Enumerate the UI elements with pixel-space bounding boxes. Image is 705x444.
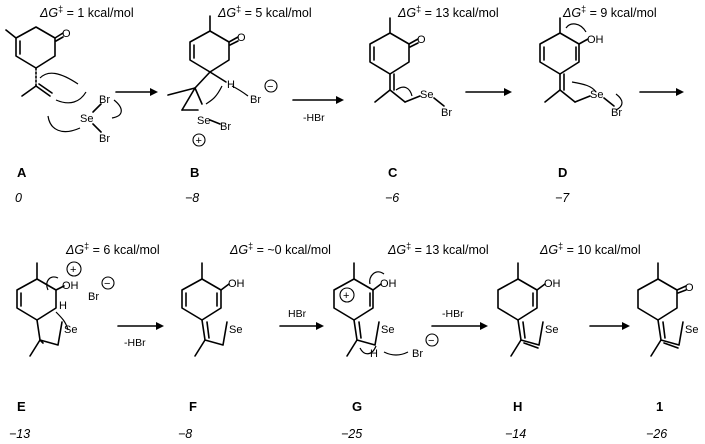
dg-header-d-e: ΔG‡ = 9 kcal/mol	[562, 4, 657, 20]
atom-se-a: Se	[80, 113, 93, 125]
energy-e: −13	[9, 427, 30, 441]
energy-a: 0	[15, 191, 22, 205]
arrow-h-1	[589, 322, 630, 330]
atom-oh-d: OH	[587, 34, 604, 46]
atom-oh-h: OH	[544, 278, 561, 290]
dg-header-f-g: ΔG‡ = ~0 kcal/mol	[229, 241, 331, 257]
atom-br-d: Br	[611, 107, 622, 119]
label-e: E	[17, 399, 26, 414]
energy-f: −8	[178, 427, 192, 441]
atom-se-g: Se	[381, 324, 394, 336]
atom-oh-f: OH	[228, 278, 245, 290]
molecule-b: O H Se Br + Br −	[167, 15, 278, 147]
charge-plus-e: +	[70, 264, 76, 276]
molecule-e: OH + H Se Br −	[16, 261, 115, 357]
energy-h: −14	[505, 427, 526, 441]
energy-g: −25	[341, 427, 362, 441]
label-a: A	[17, 165, 27, 180]
atom-br-c: Br	[441, 107, 452, 119]
energy-1: −26	[646, 427, 667, 441]
molecule-d: OH Se Br	[539, 17, 623, 119]
charge-plus-b: +	[196, 135, 202, 147]
label-g: G	[352, 399, 362, 414]
dg-header-c-d: ΔG‡ = 13 kcal/mol	[397, 4, 499, 20]
atom-o-b: O	[237, 32, 246, 44]
energy-d: −7	[555, 191, 570, 205]
charge-minus-g: −	[428, 335, 434, 347]
molecule-f: OH Se	[181, 262, 245, 357]
label-d: D	[558, 165, 567, 180]
label-c: C	[388, 165, 398, 180]
atom-o-c: O	[417, 34, 426, 46]
molecule-a: O Se Br Br	[5, 26, 122, 145]
atom-h-b: H	[227, 79, 235, 91]
charge-plus-g: +	[343, 290, 349, 302]
arrow-e-f: -HBr	[117, 322, 164, 349]
molecule-c: O Se Br	[369, 17, 452, 119]
condition-f-g: HBr	[288, 308, 307, 320]
atom-se-f: Se	[229, 324, 242, 336]
charge-minus-e: −	[104, 278, 110, 290]
atom-o-1: O	[685, 282, 694, 294]
energy-b: −8	[185, 191, 199, 205]
atom-o-a: O	[62, 28, 71, 40]
molecule-h: OH Se	[497, 262, 561, 357]
label-f: F	[189, 399, 197, 414]
dg-header-e-f: ΔG‡ = 6 kcal/mol	[65, 241, 160, 257]
atom-se-1: Se	[685, 324, 698, 336]
molecule-g: OH + Se H Br −	[333, 262, 439, 360]
dg-header-h-1: ΔG‡ = 10 kcal/mol	[539, 241, 641, 257]
atom-se-c: Se	[420, 89, 433, 101]
atom-h-g: H	[370, 348, 378, 360]
atom-se-d: Se	[590, 89, 603, 101]
atom-se-b: Se	[197, 115, 210, 127]
atom-oh-g: OH	[380, 278, 397, 290]
arrow-g-h: -HBr	[431, 308, 488, 330]
condition-g-h: -HBr	[442, 308, 464, 320]
dg-header-g-h: ΔG‡ = 13 kcal/mol	[387, 241, 489, 257]
atom-br-a1: Br	[99, 94, 110, 106]
atom-br-g: Br	[412, 348, 423, 360]
arrow-c-d	[465, 88, 512, 96]
condition-e-f: -HBr	[124, 337, 146, 349]
label-b: B	[190, 165, 199, 180]
label-1: 1	[656, 399, 663, 414]
dg-header-b-c: ΔG‡ = 5 kcal/mol	[217, 4, 312, 20]
atom-oh-e: OH	[62, 280, 79, 292]
arrow-b-c: -HBr	[292, 96, 344, 124]
arrow-f-g: HBr	[279, 308, 324, 330]
condition-b-c: -HBr	[303, 112, 325, 124]
atom-se-h: Se	[545, 324, 558, 336]
atom-br-b2: Br	[250, 94, 261, 106]
dg-header-a-b: ΔG‡ = 1 kcal/mol	[39, 4, 134, 20]
atom-h-e: H	[59, 300, 67, 312]
energy-c: −6	[385, 191, 399, 205]
arrow-a-b	[115, 88, 158, 96]
molecule-1: O Se	[637, 262, 698, 357]
atom-br-a2: Br	[99, 133, 110, 145]
atom-br-e: Br	[88, 291, 99, 303]
arrow-d-e	[639, 88, 684, 96]
label-h: H	[513, 399, 522, 414]
atom-br-b: Br	[220, 121, 231, 133]
charge-minus-b: −	[267, 81, 273, 93]
